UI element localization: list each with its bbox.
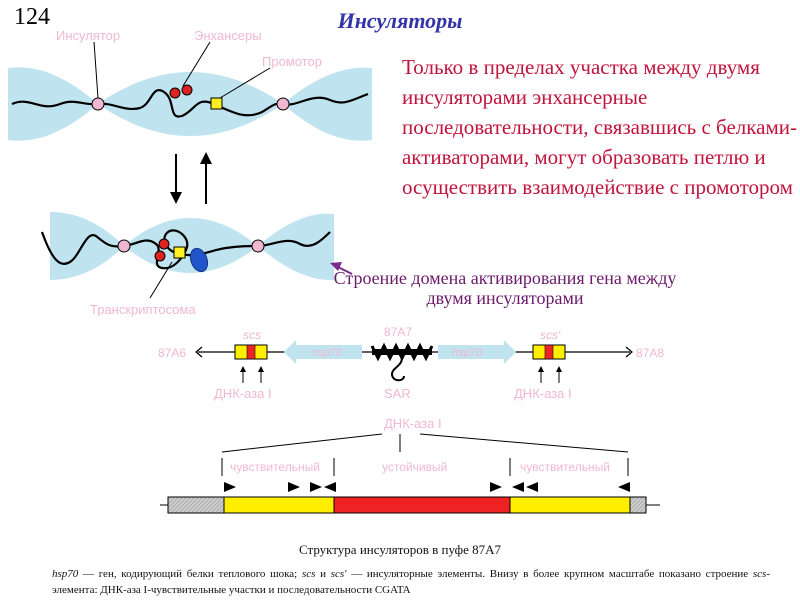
- enhancer-2: [181, 84, 193, 96]
- note-scs-prime: scs': [330, 568, 347, 580]
- domain-blob-right: [283, 67, 372, 141]
- open-domain: Инсулятор Энхансеры Промотор: [8, 28, 372, 141]
- region-right-label: чувствительный: [520, 460, 610, 474]
- leader-insulator: [93, 41, 99, 99]
- figure-note: hsp70 — ген, кодирующий белки теплового …: [52, 566, 770, 598]
- map-arrowhead-left: [195, 346, 203, 358]
- loop-enhancer-1: [154, 250, 166, 262]
- region-center-label: устойчивый: [382, 460, 447, 474]
- loop-blob-right: [258, 213, 334, 281]
- scs-right-red: [544, 344, 554, 360]
- hsp70-left-label: hsp70: [312, 347, 343, 359]
- map-arrowhead-right: [625, 346, 633, 358]
- caption-arrow: [330, 262, 353, 275]
- note-hsp70: hsp70: [52, 568, 79, 580]
- figure-title: Структура инсуляторов в пуфе 87А7: [298, 542, 501, 557]
- loop-blob-center: [124, 218, 258, 273]
- loop-promoter-box: [173, 246, 186, 259]
- domain-blob-center: [98, 72, 283, 136]
- site-triangle: [526, 482, 538, 492]
- locus-87a7: 87A7: [384, 325, 412, 339]
- site-triangle: [224, 482, 236, 492]
- note-scs-2: scs: [752, 568, 767, 580]
- dna-strand: [11, 89, 369, 118]
- region-left-label: чувствительный: [230, 460, 320, 474]
- loop-insulator-left: [117, 239, 131, 253]
- site-triangle: [288, 482, 300, 492]
- slide-number: 124: [14, 4, 50, 30]
- enhancer-1: [169, 87, 181, 99]
- scs-left-label: scs: [243, 328, 261, 342]
- leader-enhancer: [182, 41, 211, 87]
- note-text-1: — ген, кодирующий белки теплового шока;: [78, 568, 302, 580]
- site-triangle: [310, 482, 322, 492]
- locus-87a6: 87A6: [158, 346, 186, 360]
- bar-red-center: [333, 496, 511, 514]
- sar-loop: [390, 357, 405, 382]
- loop-insulator-right: [251, 239, 265, 253]
- bar-yellow-left: [223, 496, 335, 514]
- bar-yellow-right: [509, 496, 631, 514]
- locus-87a8: 87A8: [636, 346, 664, 360]
- detail-map: ДНК-аза I чувствительный устойчивый чувс…: [160, 416, 660, 514]
- note-text-2: и: [315, 568, 331, 580]
- site-triangle: [512, 482, 524, 492]
- hsp70-left-arrow: [284, 340, 362, 364]
- domain-blob-left: [8, 67, 98, 141]
- transcriptosome-icon: [189, 247, 209, 273]
- label-insulator: Инсулятор: [56, 28, 120, 43]
- dnase-left-label: ДНК-аза I: [214, 386, 272, 401]
- label-transcriptosome: Транскриптосома: [90, 302, 196, 317]
- sar-label: SAR: [384, 386, 411, 401]
- detail-dnase-label: ДНК-аза I: [384, 416, 442, 431]
- dnase-right-label: ДНК-аза I: [514, 386, 572, 401]
- promoter-box: [210, 97, 223, 110]
- slide-title: Инсуляторы: [337, 8, 463, 33]
- leader-transcriptosome: [149, 261, 173, 299]
- looped-domain: Транскриптосома: [40, 212, 334, 317]
- hsp70-right-arrow: [438, 340, 516, 364]
- main-text: Только в пределах участка между двумя ин…: [402, 55, 797, 199]
- note-text-4: -элемента: ДНК-аза I-чувствительные учас…: [52, 568, 771, 596]
- bar-grey-left: [167, 496, 225, 514]
- bar-grey-right: [629, 496, 647, 514]
- scs-left-red: [246, 344, 256, 360]
- site-triangle: [618, 482, 630, 492]
- diagram-caption: Строение домена активирования гена между…: [333, 268, 677, 308]
- loop-enhancer-2: [158, 238, 170, 250]
- insulator-left: [91, 97, 105, 111]
- insulator-right: [276, 97, 290, 111]
- note-scs: scs: [301, 568, 316, 580]
- site-triangle: [324, 482, 336, 492]
- equilibrium-arrows: [170, 152, 212, 204]
- hsp70-right-label: hsp70: [452, 347, 483, 359]
- site-triangle: [490, 482, 502, 492]
- label-enhancers: Энхансеры: [194, 28, 262, 43]
- label-promoter: Промотор: [262, 54, 322, 69]
- gene-map: 87A6 87A8 87A7 scs scs′ hsp70 hsp70 SAR …: [158, 325, 664, 401]
- scs-right-label: scs′: [540, 328, 561, 342]
- note-text-3: — инсуляторные элементы. Внизу в более к…: [346, 568, 753, 580]
- leader-promoter: [219, 67, 271, 99]
